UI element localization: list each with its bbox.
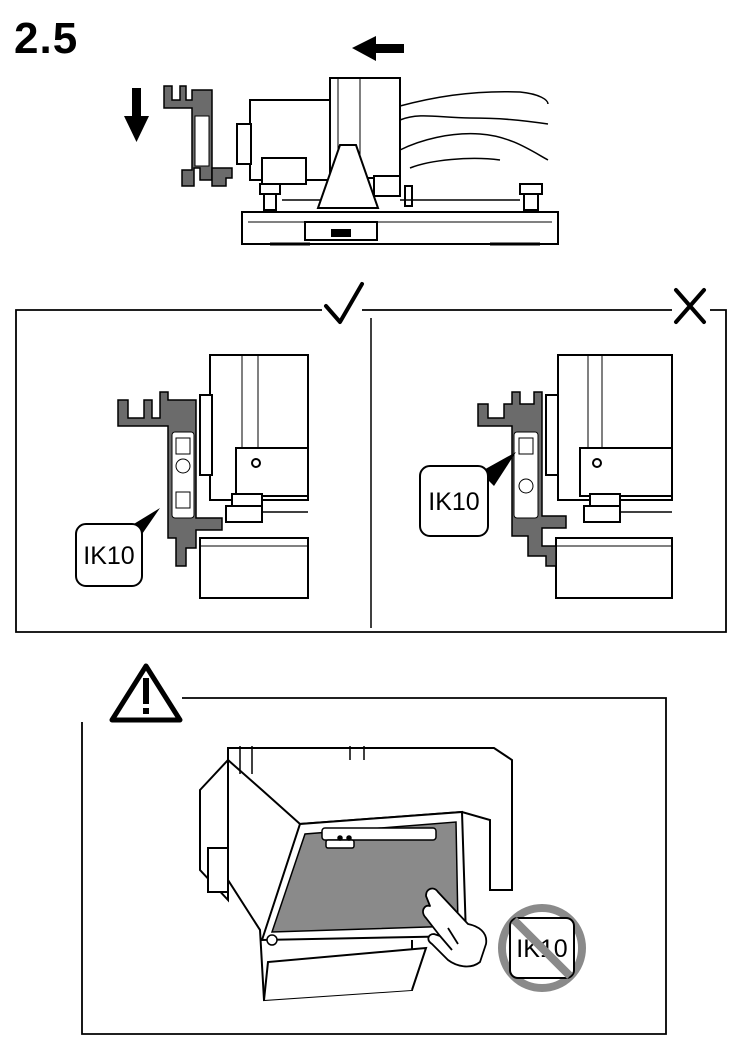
warning-triangle-icon: [109, 663, 183, 723]
wrong-installation: IK10: [419, 354, 673, 599]
correct-installation: IK10: [75, 354, 309, 599]
warning-panel: IK10: [81, 663, 667, 1035]
checkmark-icon: [324, 282, 364, 324]
camera-housing: [236, 77, 543, 211]
top-illustration: [124, 36, 559, 246]
hand-illustration: [399, 90, 549, 169]
ik10-badge-wrong: IK10: [428, 488, 479, 516]
ik10-badge-correct: IK10: [83, 542, 134, 570]
cross-icon: [674, 288, 706, 324]
arrow-left-icon: [352, 36, 404, 61]
hand-pointer-icon: [422, 887, 488, 968]
prohibition-icon: IK10: [498, 904, 586, 992]
arrow-down-icon: [124, 88, 149, 142]
base-plate: [241, 211, 559, 246]
step-number: 2.5: [14, 14, 79, 63]
comparison-panel: IK10 IK10: [15, 282, 727, 633]
ik10-bracket-top: [163, 85, 233, 187]
